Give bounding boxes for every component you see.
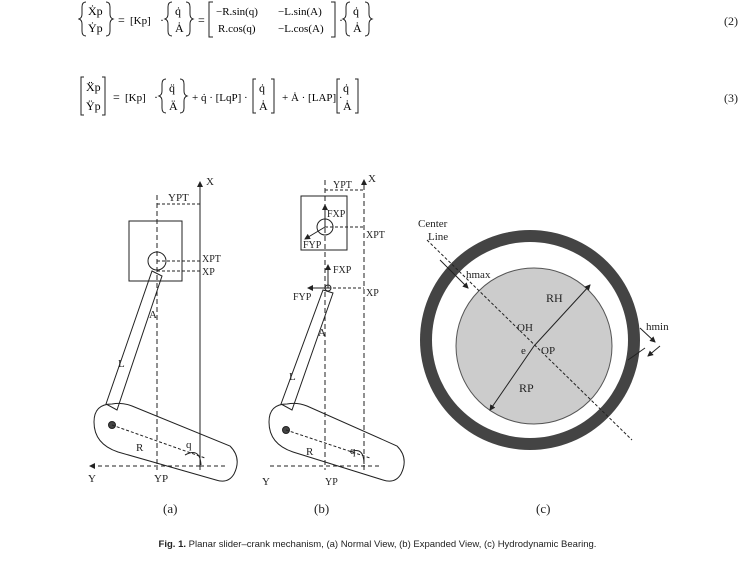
eq3-kp: [Kp] [125, 92, 146, 104]
svg-text:hmax: hmax [466, 269, 491, 281]
equation-3-number: (3) [724, 91, 738, 105]
eq2-m12: −L.sin(A) [278, 6, 322, 18]
panel-a [89, 181, 238, 482]
panel-c-labels: Center Line hmax hmin RH OH e OP RP (c) [418, 218, 669, 516]
panel-c [420, 230, 661, 450]
svg-text:Center: Center [418, 218, 448, 230]
eq3-lhs-bot: Ÿp [86, 99, 101, 113]
svg-text:·: · [339, 13, 343, 27]
eq3-lhs-top: Ẍp [86, 80, 101, 94]
svg-text:X: X [206, 176, 214, 188]
svg-text:R: R [306, 446, 314, 458]
equation-2: Ẋp Ẏp = [Kp] · q̇ Ȧ = −R.sin(q) −L.sin(A… [78, 0, 738, 40]
svg-text:q̇: q̇ [259, 81, 265, 95]
svg-text:A: A [318, 327, 326, 339]
svg-text:FXP: FXP [327, 209, 346, 220]
svg-text:XPT: XPT [202, 254, 221, 265]
svg-text:OP: OP [541, 345, 555, 357]
svg-text:hmin: hmin [646, 321, 669, 333]
svg-text:YP: YP [325, 477, 338, 488]
eq2-vec-bot: Ȧ [175, 21, 184, 35]
svg-text:YP: YP [154, 473, 168, 485]
svg-text:FYP: FYP [303, 240, 322, 251]
svg-text:Ȧ: Ȧ [343, 99, 352, 113]
svg-text:Ȧ: Ȧ [353, 21, 362, 35]
svg-text:R: R [136, 442, 144, 454]
eq2-vec-top: q̇ [175, 4, 181, 18]
panel-b-labels: X YPT FXP FYP XPT FXP FYP XP A L R q Y Y… [262, 173, 385, 516]
eq2-m22: −L.cos(A) [278, 23, 324, 35]
svg-text:=: = [198, 13, 205, 27]
panel-b [268, 179, 405, 482]
svg-text:YPT: YPT [168, 192, 189, 204]
svg-text:Line: Line [428, 231, 448, 243]
caption-fig-number: Fig. 1. [158, 539, 186, 550]
svg-text:FXP: FXP [333, 265, 352, 276]
equation-3-graphic: Ẍp Ÿp = [Kp] · q̈ Ä + q̇ · [LqP] · q̇ Ȧ … [80, 76, 359, 116]
equation-3: Ẍp Ÿp = [Kp] · q̈ Ä + q̇ · [LqP] · q̇ Ȧ … [78, 75, 738, 120]
panel-b-label: (b) [314, 501, 329, 516]
svg-text:Y: Y [88, 473, 96, 485]
svg-text:Y: Y [262, 476, 270, 488]
eq2-m11: −R.sin(q) [216, 6, 258, 18]
svg-text:FYP: FYP [293, 292, 312, 303]
svg-text:A: A [149, 309, 157, 321]
svg-text:L: L [289, 371, 296, 383]
svg-text:·: · [160, 13, 164, 27]
eq3-term2: + q̇ · [LqP] · [192, 92, 248, 104]
svg-text:q̇: q̇ [353, 4, 359, 18]
svg-text:Ȧ: Ȧ [259, 99, 268, 113]
svg-text:XP: XP [202, 267, 215, 278]
eq3-term3: + Ȧ · [LAP] · [282, 92, 343, 104]
eq3-vec-top: q̈ [169, 81, 175, 95]
panel-a-labels: X YPT XPT XP A L R q Y YP (a) [88, 176, 221, 516]
svg-text:q̇: q̇ [343, 81, 349, 95]
figure-1: X YPT XPT XP A L R q Y YP (a) X YPT F [88, 173, 669, 516]
eq2-kp: [Kp] [130, 15, 151, 27]
svg-text:=: = [118, 13, 125, 27]
svg-text:XP: XP [366, 288, 379, 299]
svg-text:L: L [118, 358, 125, 370]
equation-2-number: (2) [724, 14, 738, 28]
svg-text:q: q [186, 439, 192, 451]
svg-text:XPT: XPT [366, 230, 385, 241]
eq2-m21: R.cos(q) [218, 23, 256, 35]
svg-text:OH: OH [517, 322, 533, 334]
eq3-vec-bot: Ä [169, 99, 178, 113]
panel-c-label: (c) [536, 501, 550, 516]
svg-text:q: q [350, 445, 356, 457]
svg-text:·: · [154, 90, 158, 104]
svg-text:YPT: YPT [333, 180, 352, 191]
caption-text: Planar slider–crank mechanism, (a) Norma… [188, 539, 597, 550]
eq2-lhs-top: Ẋp [88, 4, 103, 18]
svg-text:RP: RP [519, 381, 534, 395]
svg-text:e: e [521, 345, 526, 357]
svg-text:X: X [368, 173, 376, 185]
svg-text:=: = [113, 90, 120, 104]
panel-a-label: (a) [163, 501, 177, 516]
svg-text:RH: RH [546, 291, 563, 305]
eq2-lhs-bot: Ẏp [88, 21, 103, 35]
figure-caption: Fig. 1. Planar slider–crank mechanism, (… [0, 539, 755, 550]
equation-2-graphic: Ẋp Ẏp = [Kp] · q̇ Ȧ = −R.sin(q) −L.sin(A… [78, 1, 374, 38]
